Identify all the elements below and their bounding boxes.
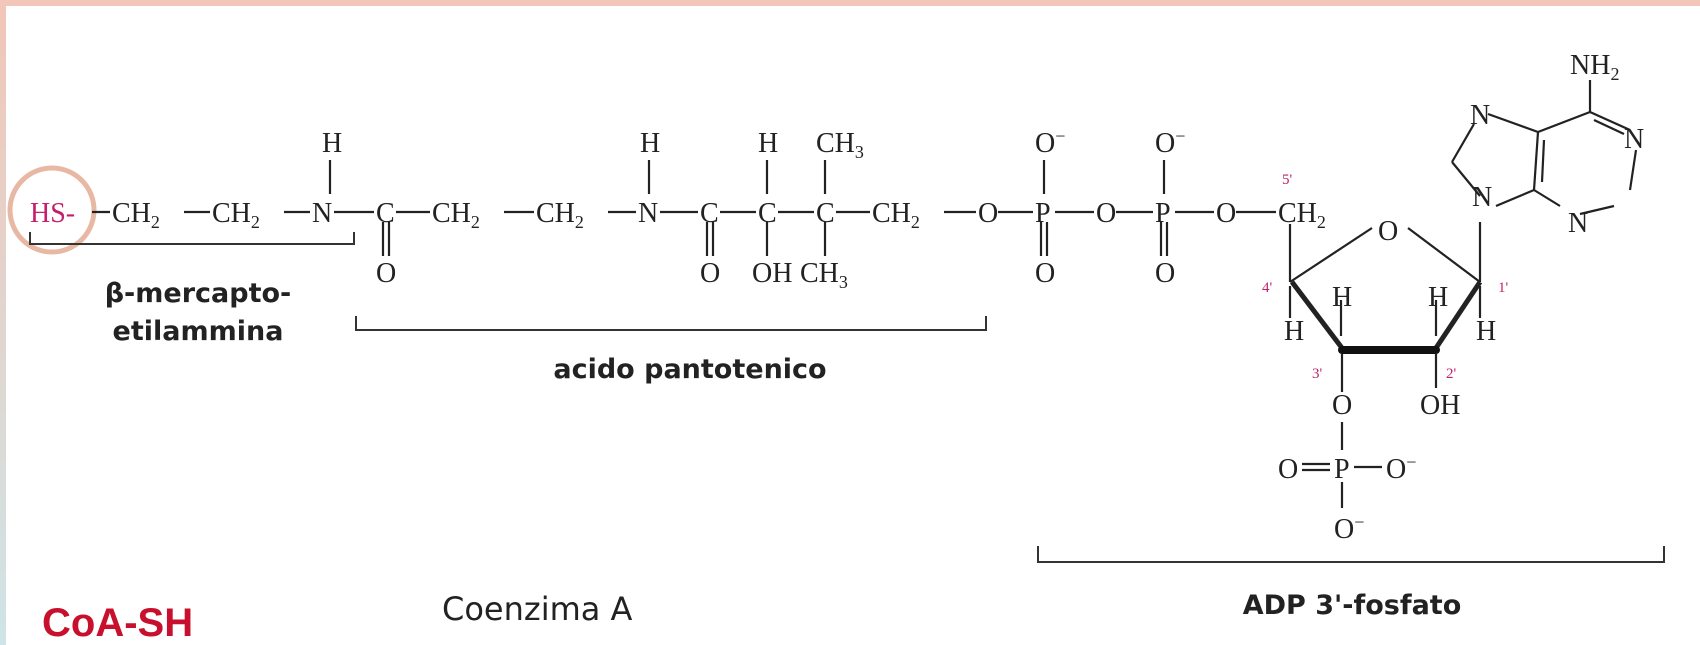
atom-ch3-bottom: CH3 (800, 258, 848, 292)
atom-o-2: O (700, 258, 720, 289)
position-5: 5' (1282, 172, 1293, 188)
label-beta-mercapto-1: β-mercapto- (105, 278, 292, 309)
atom-nh2: NH2 (1570, 50, 1619, 84)
adp-bracket (1037, 546, 1665, 563)
atom-h-2: H (1428, 282, 1448, 313)
atom-p-1: P (1035, 198, 1051, 229)
atom-c-2: C (700, 198, 719, 229)
atom-o-minus-p1: O− (1035, 126, 1065, 159)
atom-n-2: N (638, 198, 658, 229)
atom-hs: HS- (30, 198, 75, 229)
atom-o-5: O (1216, 198, 1236, 229)
atom-o-minus-p2: O− (1155, 126, 1185, 159)
atom-p-2: P (1155, 198, 1171, 229)
atom-n3: N (1568, 208, 1588, 239)
ribose-ring (1288, 222, 1483, 508)
label-adp: ADP 3'-fosfato (1243, 590, 1462, 621)
atom-n9: N (1472, 182, 1492, 213)
atom-o-3prime: O (1332, 390, 1352, 421)
adenine-ring (1451, 80, 1638, 216)
atom-o-3: O (978, 198, 998, 229)
atom-o-p3-left: O (1278, 454, 1298, 485)
label-coenzyme-a: Coenzima A (442, 590, 633, 628)
atom-o-1: O (376, 258, 396, 289)
main-chain-bonds (92, 160, 1276, 256)
label-pantothenic: acido pantotenico (553, 354, 826, 385)
pantothenic-bracket (355, 316, 987, 331)
atom-ch2-2: CH2 (212, 198, 260, 232)
atom-ch2-4: CH2 (536, 198, 584, 232)
atom-p-3: P (1334, 454, 1350, 485)
atom-o-p2-bottom: O (1155, 258, 1175, 289)
atom-h-3: H (1332, 282, 1352, 313)
atom-h-c3: H (758, 128, 778, 159)
left-border (0, 0, 6, 645)
atom-c-1: C (376, 198, 395, 229)
atom-n-1: N (312, 198, 332, 229)
top-border (0, 0, 1700, 6)
atom-o-ring: O (1378, 216, 1398, 247)
atom-n7: N (1470, 100, 1490, 131)
atom-h-n1: H (322, 128, 342, 159)
thiol-highlight-circle (7, 165, 97, 255)
atom-ch2-6: CH2 (1278, 198, 1326, 232)
atom-oh-c3: OH (752, 258, 792, 289)
atom-ch2-5: CH2 (872, 198, 920, 232)
slide-title: CoA-SH (42, 601, 193, 645)
label-beta-mercapto-2: etilammina (113, 316, 284, 347)
atom-h-1: H (1476, 316, 1496, 347)
position-2: 2' (1446, 366, 1457, 382)
beta-mercapto-bracket (29, 232, 355, 245)
atom-o-minus-p3-bottom: O− (1334, 512, 1364, 545)
atom-oh-2prime: OH (1420, 390, 1460, 421)
atom-ch3-top: CH3 (816, 128, 864, 162)
atom-c-3: C (758, 198, 777, 229)
atom-ch2-3: CH2 (432, 198, 480, 232)
atom-ch2-1: CH2 (112, 198, 160, 232)
atom-o-4: O (1096, 198, 1116, 229)
atom-n1: N (1624, 124, 1644, 155)
atom-h-4: H (1284, 316, 1304, 347)
atom-o-p1-bottom: O (1035, 258, 1055, 289)
position-4: 4' (1262, 280, 1273, 296)
position-1: 1' (1498, 280, 1509, 296)
position-3: 3' (1312, 366, 1323, 382)
atom-c-4: C (816, 198, 835, 229)
atom-h-n2: H (640, 128, 660, 159)
atom-o-minus-p3-right: O− (1386, 452, 1416, 485)
